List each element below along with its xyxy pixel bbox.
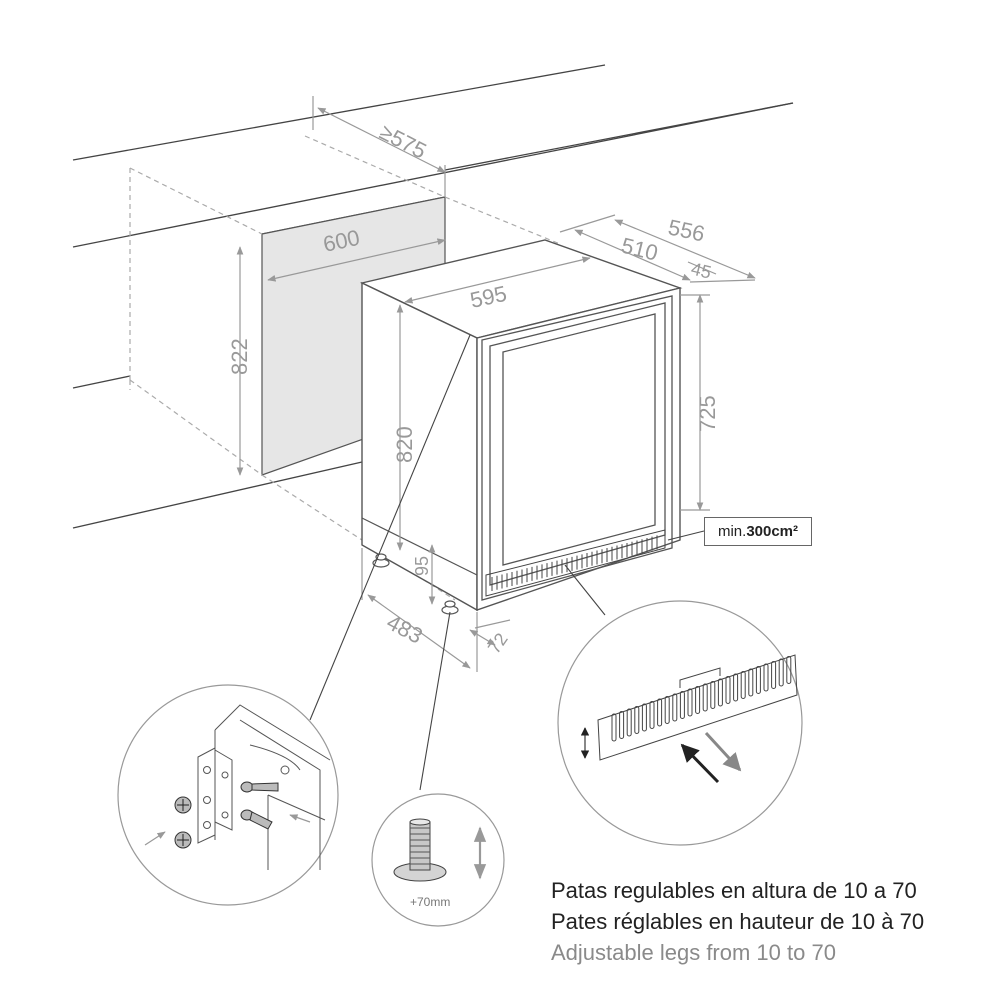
grille-slot [733, 673, 739, 702]
grille-slot [717, 678, 723, 707]
grille-slot [641, 703, 647, 732]
grille-slot [710, 681, 716, 709]
grille-slot [786, 656, 792, 684]
grille-slot [763, 663, 769, 692]
grille-slot [664, 696, 670, 724]
dim-plinth-depth: 72 [484, 629, 512, 657]
dim-depth-body: 510 [619, 233, 661, 266]
grille-slot [740, 671, 746, 699]
grille-slot [702, 683, 708, 712]
screw-icon [174, 781, 279, 849]
dim-unit-height: 820 [392, 426, 417, 463]
grille-slot [619, 711, 625, 739]
insert-arrow-icon [680, 743, 720, 784]
grille-slot [695, 686, 701, 714]
dim-depth-door: 45 [689, 258, 713, 282]
leg-travel-label: +70mm [410, 895, 450, 909]
detail-adjustable-leg: +70mm [371, 793, 505, 927]
remove-arrow-icon [704, 731, 742, 772]
ventilation-requirement-label: min. 300cm² [704, 517, 812, 546]
caption-french: Pates réglables en hauteur de 10 à 70 [551, 909, 925, 934]
dim-plinth-height: 95 [412, 556, 432, 576]
grille-slot [687, 688, 693, 717]
dim-niche-height: 822 [227, 338, 252, 375]
leg-foot-icon [393, 818, 447, 882]
grille-slot [634, 706, 640, 734]
grille-slot [755, 666, 761, 694]
dim-feet-span: 483 [383, 609, 427, 648]
ventilation-grille [485, 529, 666, 597]
plinth [361, 517, 478, 576]
caption-spanish: Patas regulables en altura de 10 a 70 [551, 878, 917, 903]
detail-ventilation-grille [557, 600, 803, 846]
detail-mounting-bracket [117, 684, 339, 906]
ventilation-value: 300cm² [746, 523, 799, 540]
arrow-icon [289, 814, 311, 823]
grille-slot [725, 676, 731, 704]
grille-slot [657, 698, 663, 727]
grille-slot [679, 691, 685, 719]
grille-slot [672, 693, 678, 722]
dimension-lines [236, 96, 756, 672]
grille-slot [649, 701, 655, 729]
grille-slot [611, 713, 617, 742]
grille-slot [778, 658, 784, 687]
dim-niche-depth: ≥575 [376, 119, 431, 163]
arrow-icon [144, 831, 166, 846]
grille-slot [626, 708, 632, 737]
dim-door-height: 725 [695, 395, 720, 432]
caption-english: Adjustable legs from 10 to 70 [551, 940, 836, 965]
dim-depth-total: 556 [666, 214, 707, 246]
detail-leader-lines [309, 334, 705, 791]
grille-slot [748, 668, 754, 697]
ventilation-prefix: min. [717, 523, 747, 540]
grille-slot [771, 661, 777, 689]
